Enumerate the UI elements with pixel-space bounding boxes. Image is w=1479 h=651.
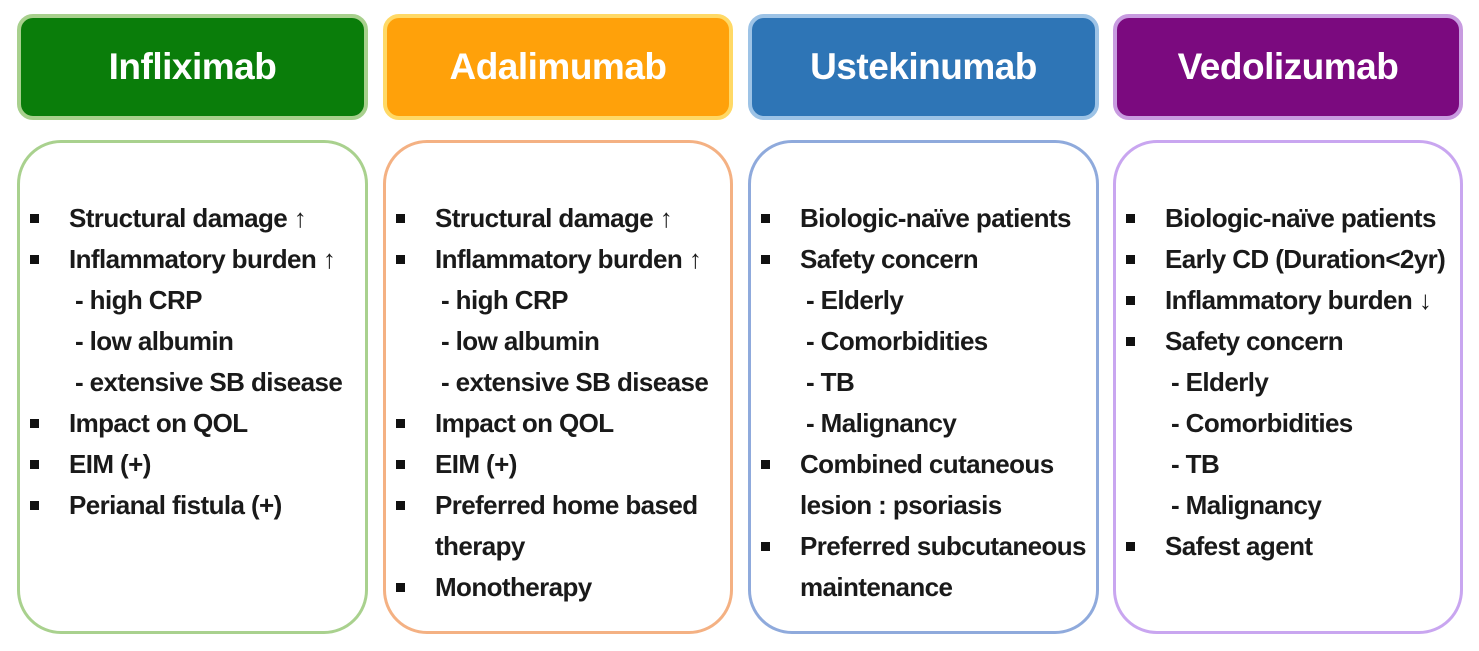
item-text: Preferred home based (435, 490, 698, 520)
item-text: Impact on QOL (435, 408, 614, 438)
bullet-item: Preferred subcutaneous maintenance (759, 526, 1096, 608)
bullet-item: Inflammatory burden ↑ (394, 239, 730, 280)
bullet-item: Safety concern (759, 239, 1096, 280)
item-text: Biologic-naïve patients (800, 203, 1071, 233)
item-text: Combined cutaneous (800, 449, 1054, 479)
sub-item: - extensive SB disease (28, 362, 365, 403)
bullet-item: EIM (+) (394, 444, 730, 485)
sub-item: - Comorbidities (1124, 403, 1460, 444)
bullet-item: Impact on QOL (28, 403, 365, 444)
header-infliximab: Infliximab (17, 14, 368, 120)
item-text: - TB (806, 367, 855, 397)
item-text-continued: maintenance (800, 572, 953, 602)
item-text: - high CRP (75, 285, 202, 315)
bullet-item: Structural damage ↑ (394, 198, 730, 239)
bullet-item: Biologic-naïve patients (1124, 198, 1460, 239)
item-text: Biologic-naïve patients (1165, 203, 1436, 233)
sub-item: - Comorbidities (759, 321, 1096, 362)
item-text-continued: lesion : psoriasis (800, 490, 1002, 520)
header-title: Vedolizumab (1177, 46, 1399, 87)
sub-item: - Elderly (759, 280, 1096, 321)
sub-item: - low albumin (28, 321, 365, 362)
bullet-item: Preferred home based therapy (394, 485, 730, 567)
sub-item: - Elderly (1124, 362, 1460, 403)
bullet-item: Combined cutaneous lesion : psoriasis (759, 444, 1096, 526)
bullet-item: Impact on QOL (394, 403, 730, 444)
item-text: - Malignancy (1171, 490, 1322, 520)
bullet-item: Perianal fistula (+) (28, 485, 365, 526)
card-infliximab: Structural damage ↑ Inflammatory burden ↑… (17, 140, 368, 634)
item-text: - Elderly (806, 285, 904, 315)
item-text: - extensive SB disease (441, 367, 709, 397)
item-text: - Elderly (1171, 367, 1269, 397)
header-title: Ustekinumab (810, 46, 1037, 87)
sub-item: - extensive SB disease (394, 362, 730, 403)
item-text: - TB (1171, 449, 1220, 479)
item-text: - low albumin (441, 326, 600, 356)
bullet-item: Structural damage ↑ (28, 198, 365, 239)
bullet-item: Inflammatory burden ↓ (1124, 280, 1460, 321)
bullet-item: Early CD (Duration<2yr) (1124, 239, 1460, 280)
item-text: Preferred subcutaneous (800, 531, 1086, 561)
item-text: Safety concern (1165, 326, 1344, 356)
bullet-item: Safety concern (1124, 321, 1460, 362)
item-text-continued: therapy (435, 531, 525, 561)
bullet-item: Monotherapy (394, 567, 730, 608)
item-text: Structural damage ↑ (69, 203, 307, 233)
item-text: Structural damage ↑ (435, 203, 673, 233)
item-text: - low albumin (75, 326, 234, 356)
header-adalimumab: Adalimumab (383, 14, 733, 120)
card-adalimumab: Structural damage ↑ Inflammatory burden ↑… (383, 140, 733, 634)
item-text: - high CRP (441, 285, 568, 315)
item-text: Early CD (Duration<2yr) (1165, 244, 1446, 274)
item-text: Inflammatory burden ↑ (435, 244, 702, 274)
item-text: Inflammatory burden ↑ (69, 244, 336, 274)
header-title: Infliximab (108, 46, 277, 87)
item-text: EIM (+) (435, 449, 517, 479)
sub-item: - TB (759, 362, 1096, 403)
bullet-item: Inflammatory burden ↑ (28, 239, 365, 280)
item-text: - Comorbidities (1171, 408, 1353, 438)
item-text: Safest agent (1165, 531, 1313, 561)
sub-item: - Malignancy (1124, 485, 1460, 526)
sub-item: - low albumin (394, 321, 730, 362)
bullet-item: Biologic-naïve patients (759, 198, 1096, 239)
header-title: Adalimumab (449, 46, 667, 87)
bullet-item: Safest agent (1124, 526, 1460, 567)
item-text: EIM (+) (69, 449, 151, 479)
item-text: - extensive SB disease (75, 367, 343, 397)
sub-item: - TB (1124, 444, 1460, 485)
sub-item: - Malignancy (759, 403, 1096, 444)
header-vedolizumab: Vedolizumab (1113, 14, 1463, 120)
item-text: - Comorbidities (806, 326, 988, 356)
sub-item: - high CRP (28, 280, 365, 321)
item-list: Structural damage ↑ Inflammatory burden ↑… (394, 198, 730, 608)
sub-item: - high CRP (394, 280, 730, 321)
bullet-item: EIM (+) (28, 444, 365, 485)
item-text: - Malignancy (806, 408, 957, 438)
item-text: Perianal fistula (+) (69, 490, 282, 520)
item-text: Safety concern (800, 244, 979, 274)
item-text: Monotherapy (435, 572, 592, 602)
item-list: Structural damage ↑ Inflammatory burden ↑… (28, 198, 365, 526)
item-text: Inflammatory burden ↓ (1165, 285, 1432, 315)
item-text: Impact on QOL (69, 408, 248, 438)
header-ustekinumab: Ustekinumab (748, 14, 1099, 120)
